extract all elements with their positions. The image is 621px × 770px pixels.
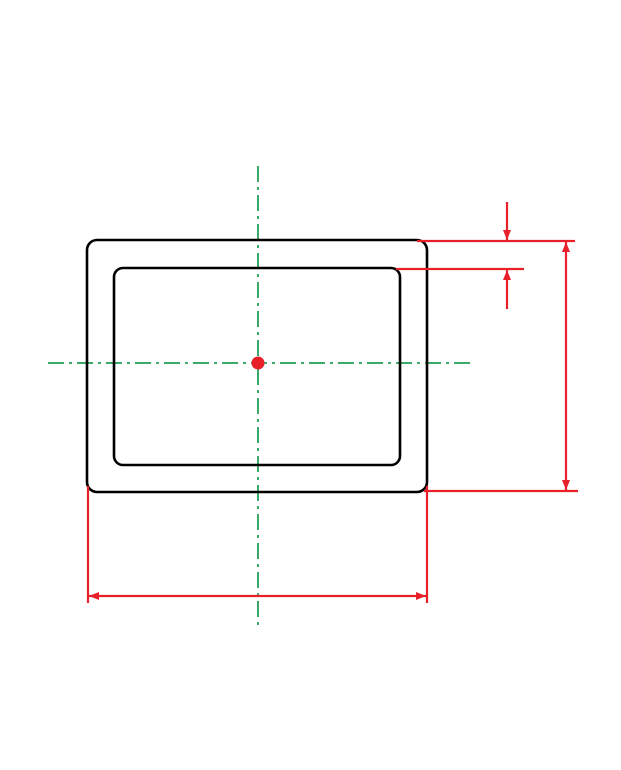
width-dimension (86, 486, 429, 603)
inner-profile (112, 266, 402, 467)
outer-profile (85, 238, 429, 494)
height-dimension (417, 239, 578, 493)
wall-thickness-dimension (396, 202, 524, 309)
center-point (251, 356, 265, 370)
